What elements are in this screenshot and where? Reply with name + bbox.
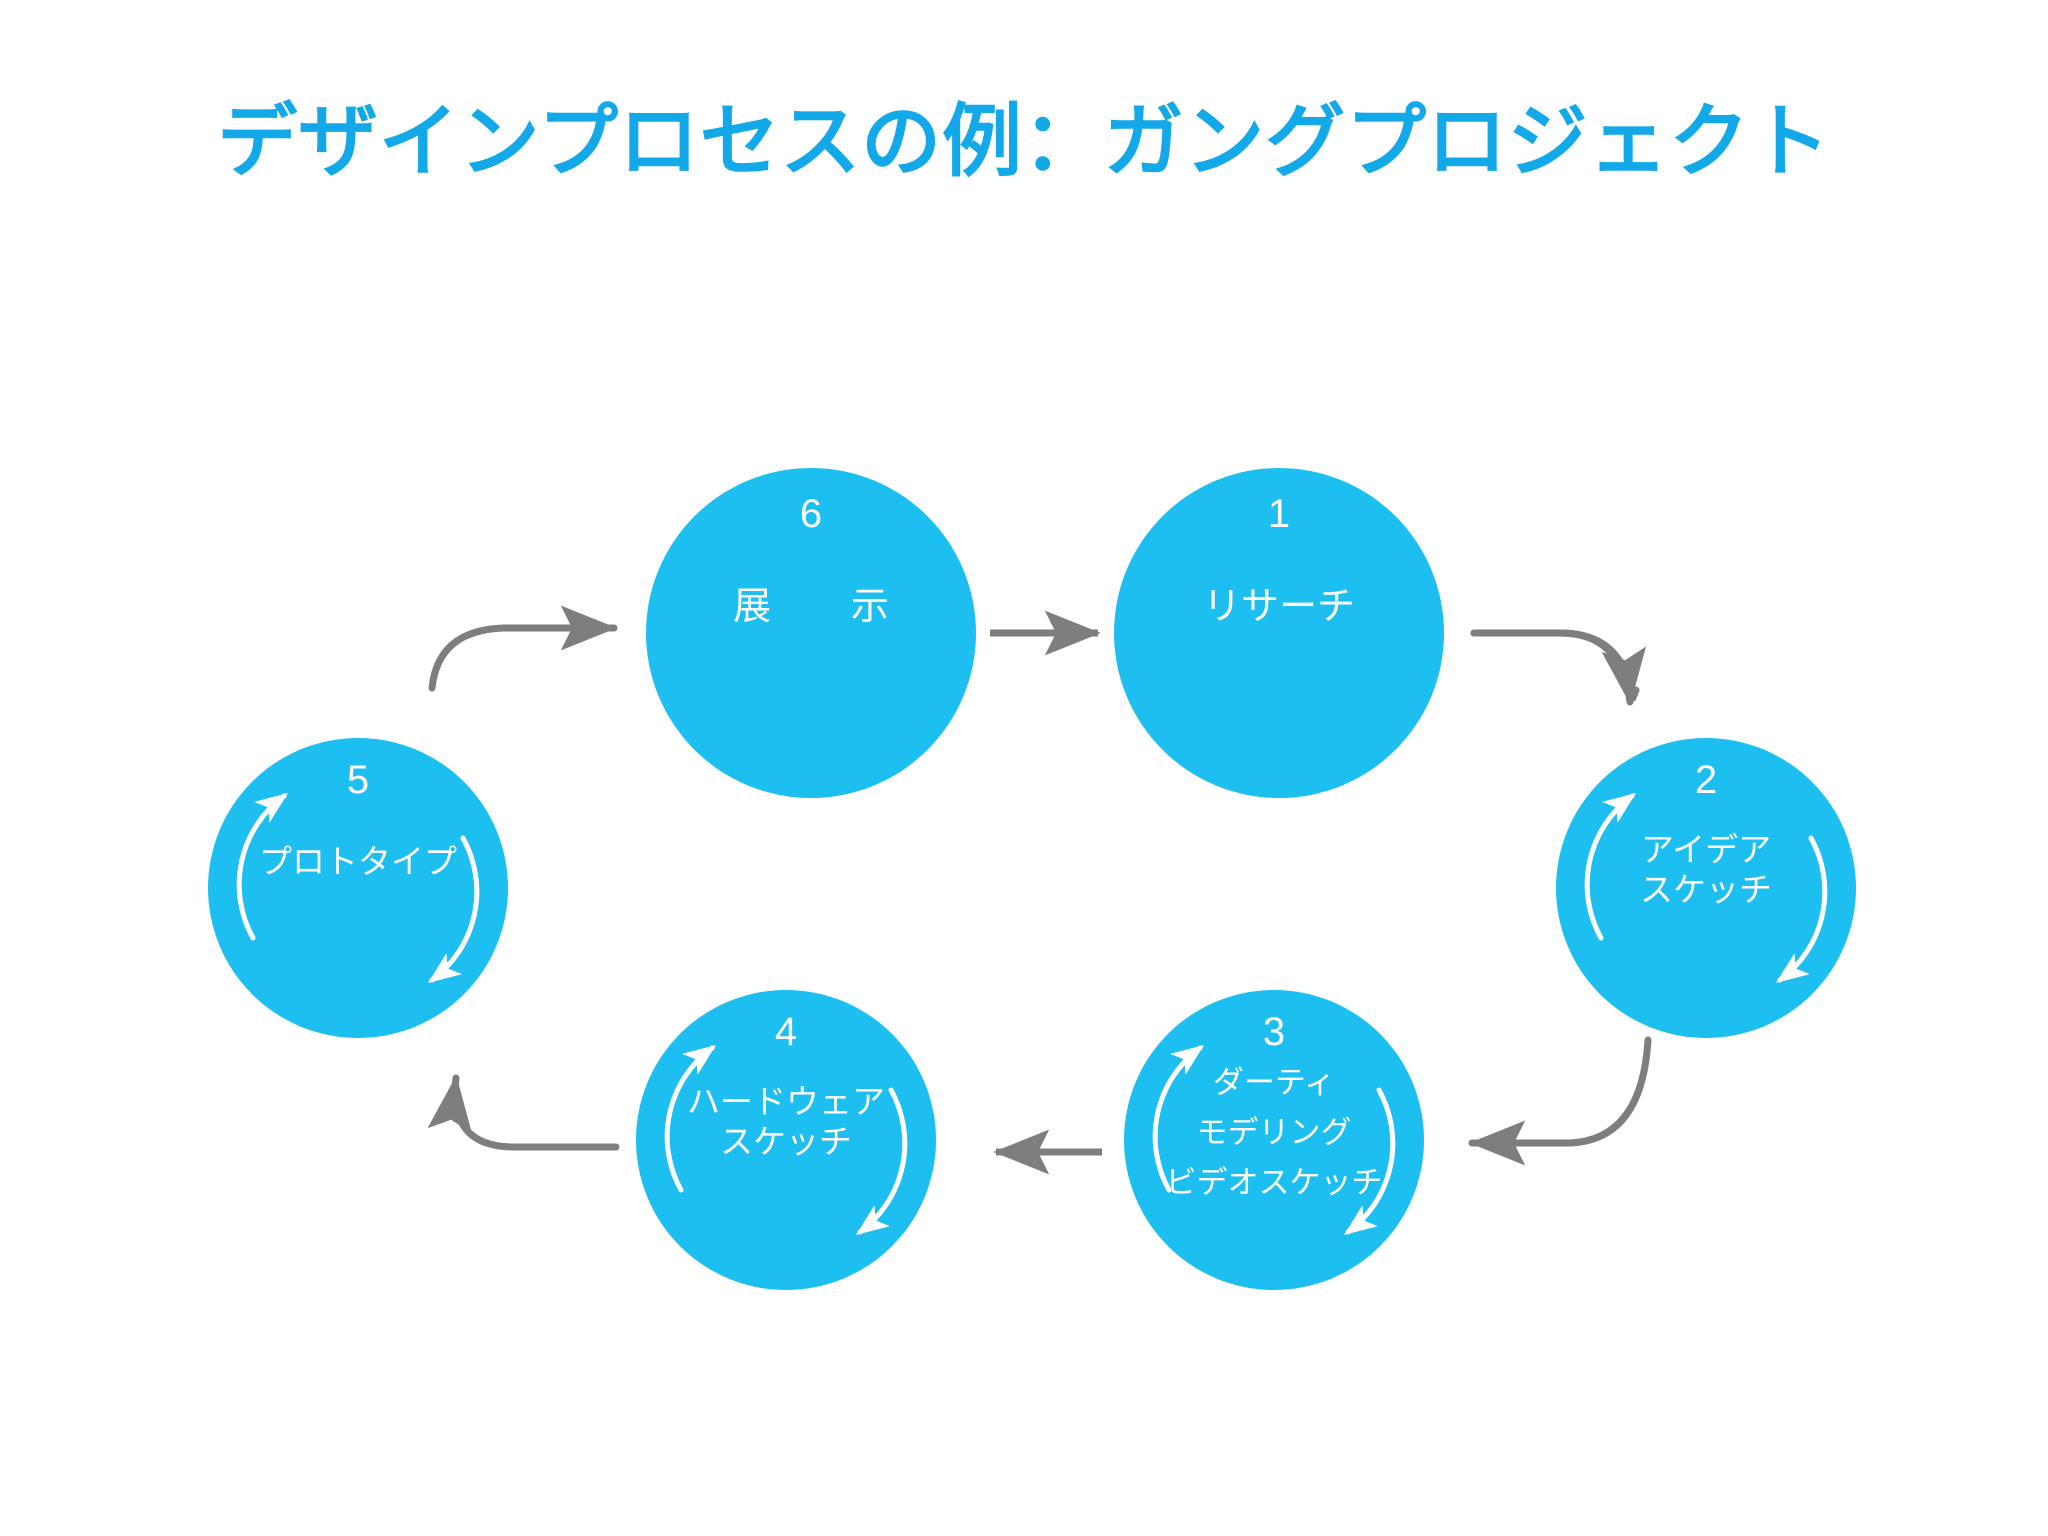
page-title: デザインプロセスの例：ガングプロジェクト (217, 97, 1831, 186)
process-node-3[interactable]: 3 ダーティ モデリング ビデオスケッチ (1124, 990, 1424, 1290)
process-node-4[interactable]: 4 ハードウェア スケッチ (636, 990, 936, 1290)
process-node-2-label-line1: アイデア (1640, 831, 1772, 868)
process-node-3-label-line3: ビデオスケッチ (1165, 1164, 1383, 1200)
process-node-4-label-line1: ハードウェア (687, 1083, 885, 1120)
process-node-6-label: 展 示 (733, 586, 910, 628)
process-node-2[interactable]: 2 アイデア スケッチ (1556, 738, 1856, 1038)
process-node-2-number: 2 (1694, 758, 1718, 802)
process-node-3-label-line1: ダーティ (1212, 1065, 1336, 1100)
arrow-2-to-3 (1468, 1036, 1652, 1166)
process-node-1[interactable]: 1 リサーチ (1114, 468, 1444, 798)
process-node-6[interactable]: 6 展 示 (646, 468, 976, 798)
process-node-1-number: 1 (1267, 492, 1291, 536)
process-node-5-label: プロトタイプ (259, 843, 457, 880)
arrow-5-to-6 (428, 605, 618, 692)
process-node-2-label-line2: スケッチ (1640, 871, 1772, 909)
process-node-5[interactable]: 5 プロトタイプ (208, 738, 508, 1038)
process-node-4-number: 4 (774, 1010, 798, 1054)
arrow-4-to-5 (427, 1074, 620, 1151)
arrow-1-to-2 (1470, 629, 1647, 706)
process-node-4-label-line2: スケッチ (720, 1123, 852, 1161)
process-node-6-number: 6 (799, 492, 823, 536)
process-node-5-number: 5 (346, 758, 370, 802)
process-node-3-number: 3 (1262, 1010, 1286, 1054)
process-node-3-label-line2: モデリング (1196, 1114, 1352, 1150)
process-node-1-label: リサーチ (1202, 586, 1355, 628)
